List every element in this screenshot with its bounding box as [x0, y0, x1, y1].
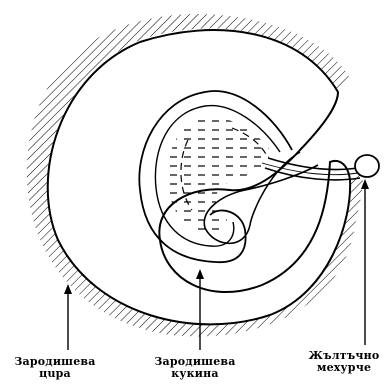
arrow-membrane: [64, 284, 72, 350]
arrow-yolk-sac: [361, 179, 369, 345]
yolk-sac: [355, 155, 379, 177]
label-yolk-line2: мехурче: [300, 362, 388, 374]
label-yolk-sac: Жълтъчно мехурче: [300, 350, 388, 374]
label-embryonic-membrane: Зародишева цupa: [2, 356, 108, 380]
label-embryonic-cavity: Зародишева кукина: [140, 356, 250, 380]
label-membrane-line2: цupa: [2, 368, 108, 380]
label-cavity-line2: кукина: [140, 368, 250, 380]
